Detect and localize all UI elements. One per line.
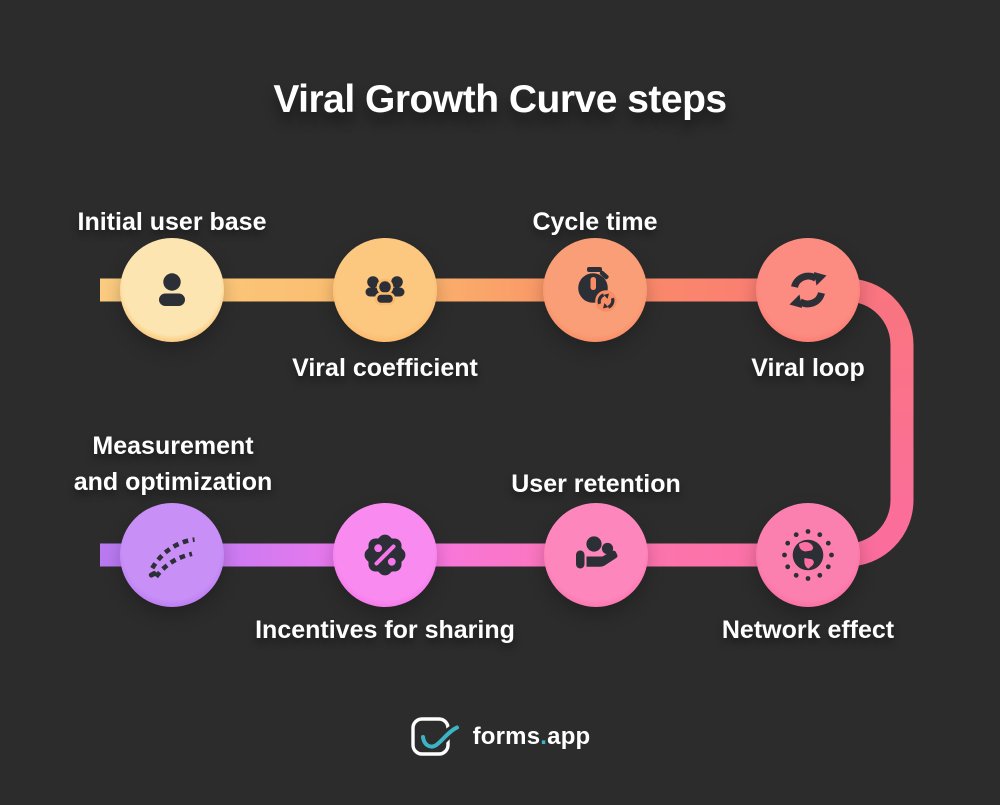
step-circle-user-retention: [544, 503, 648, 607]
forms-app-logo: forms.app: [0, 714, 1000, 760]
step-circle-viral-loop: [756, 238, 860, 342]
step-label-viral-loop: Viral loop: [751, 354, 865, 382]
stopwatch-icon: [578, 267, 617, 312]
page-title: Viral Growth Curve steps: [273, 78, 727, 121]
step-circle-initial-user-base: [120, 238, 224, 342]
forms-app-logo-text: forms.app: [473, 723, 591, 751]
step-circle-network-effect: [756, 503, 860, 607]
step-label-cycle-time: Cycle time: [532, 208, 658, 236]
group-icon: [365, 276, 405, 306]
logo-dot: .: [540, 723, 548, 750]
sync-arrows-icon: [789, 272, 827, 308]
user-care-icon: [576, 536, 618, 569]
logo-brand: forms: [472, 723, 541, 750]
forms-app-logo-icon: [410, 717, 462, 756]
step-label-line-1: Measurement: [92, 432, 254, 460]
step-label-initial-user-base: Initial user base: [77, 208, 267, 236]
step-circle-viral-coefficient: [333, 238, 437, 342]
discount-badge-icon: [364, 534, 406, 576]
step-label-measurement-optimization: Measurement and optimization: [74, 428, 273, 500]
step-circle-measurement-optimization: [120, 503, 224, 607]
step-circle-cycle-time: [543, 238, 647, 342]
step-label-network-effect: Network effect: [721, 616, 895, 644]
step-label-incentives-for-sharing: Incentives for sharing: [255, 616, 515, 644]
logo-suffix: app: [547, 723, 591, 750]
flow-segment-right-curve: [845, 278, 914, 567]
step-label-user-retention: User retention: [511, 470, 681, 498]
user-icon: [159, 273, 185, 306]
step-label-line-2: and optimization: [73, 468, 273, 496]
globe-network-icon: [782, 529, 834, 581]
step-circle-incentives-for-sharing: [333, 503, 437, 607]
step-label-viral-coefficient: Viral coefficient: [292, 354, 478, 382]
dashed-growth-icon: [148, 537, 195, 579]
